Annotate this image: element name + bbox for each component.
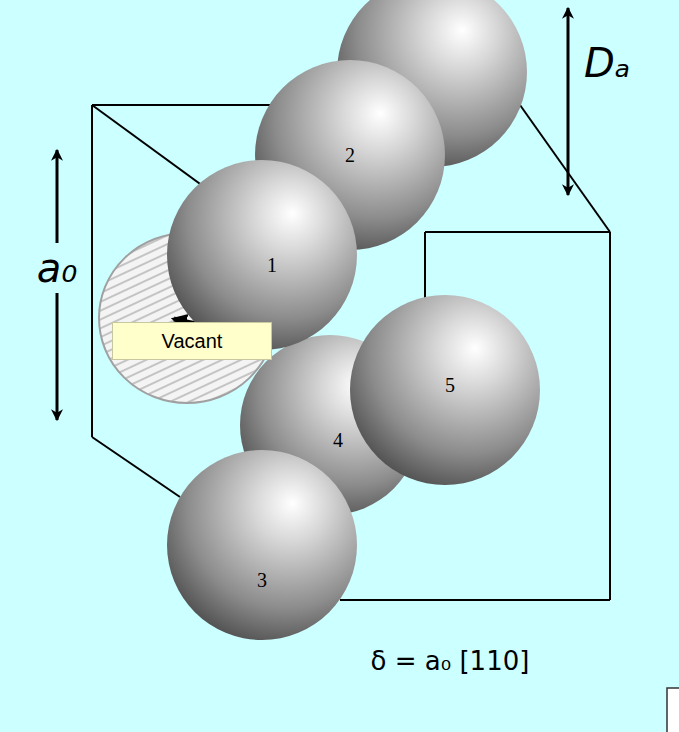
sphere-fill — [255, 60, 445, 250]
atom-number: 1 — [267, 254, 277, 277]
box-label: Vacant — [162, 330, 223, 353]
atom-sphere: 3 — [167, 450, 357, 640]
sphere-shape — [167, 450, 357, 640]
dimension-label: Dₐ — [584, 40, 630, 86]
atom-number: 4 — [333, 429, 343, 452]
sphere-fill — [167, 450, 357, 640]
inset-box — [667, 688, 679, 732]
dimension-arrow — [567, 8, 570, 195]
dimension-label: a₀ — [33, 243, 82, 293]
atom-number: 5 — [445, 374, 455, 397]
atom-number: 3 — [257, 569, 267, 592]
label-box: Vacant — [112, 322, 272, 360]
atom-sphere: 5 — [350, 295, 540, 485]
sphere-fill — [350, 295, 540, 485]
atom-number: 2 — [345, 144, 355, 167]
displacement-label: δ = a₀ [110] — [371, 646, 530, 676]
